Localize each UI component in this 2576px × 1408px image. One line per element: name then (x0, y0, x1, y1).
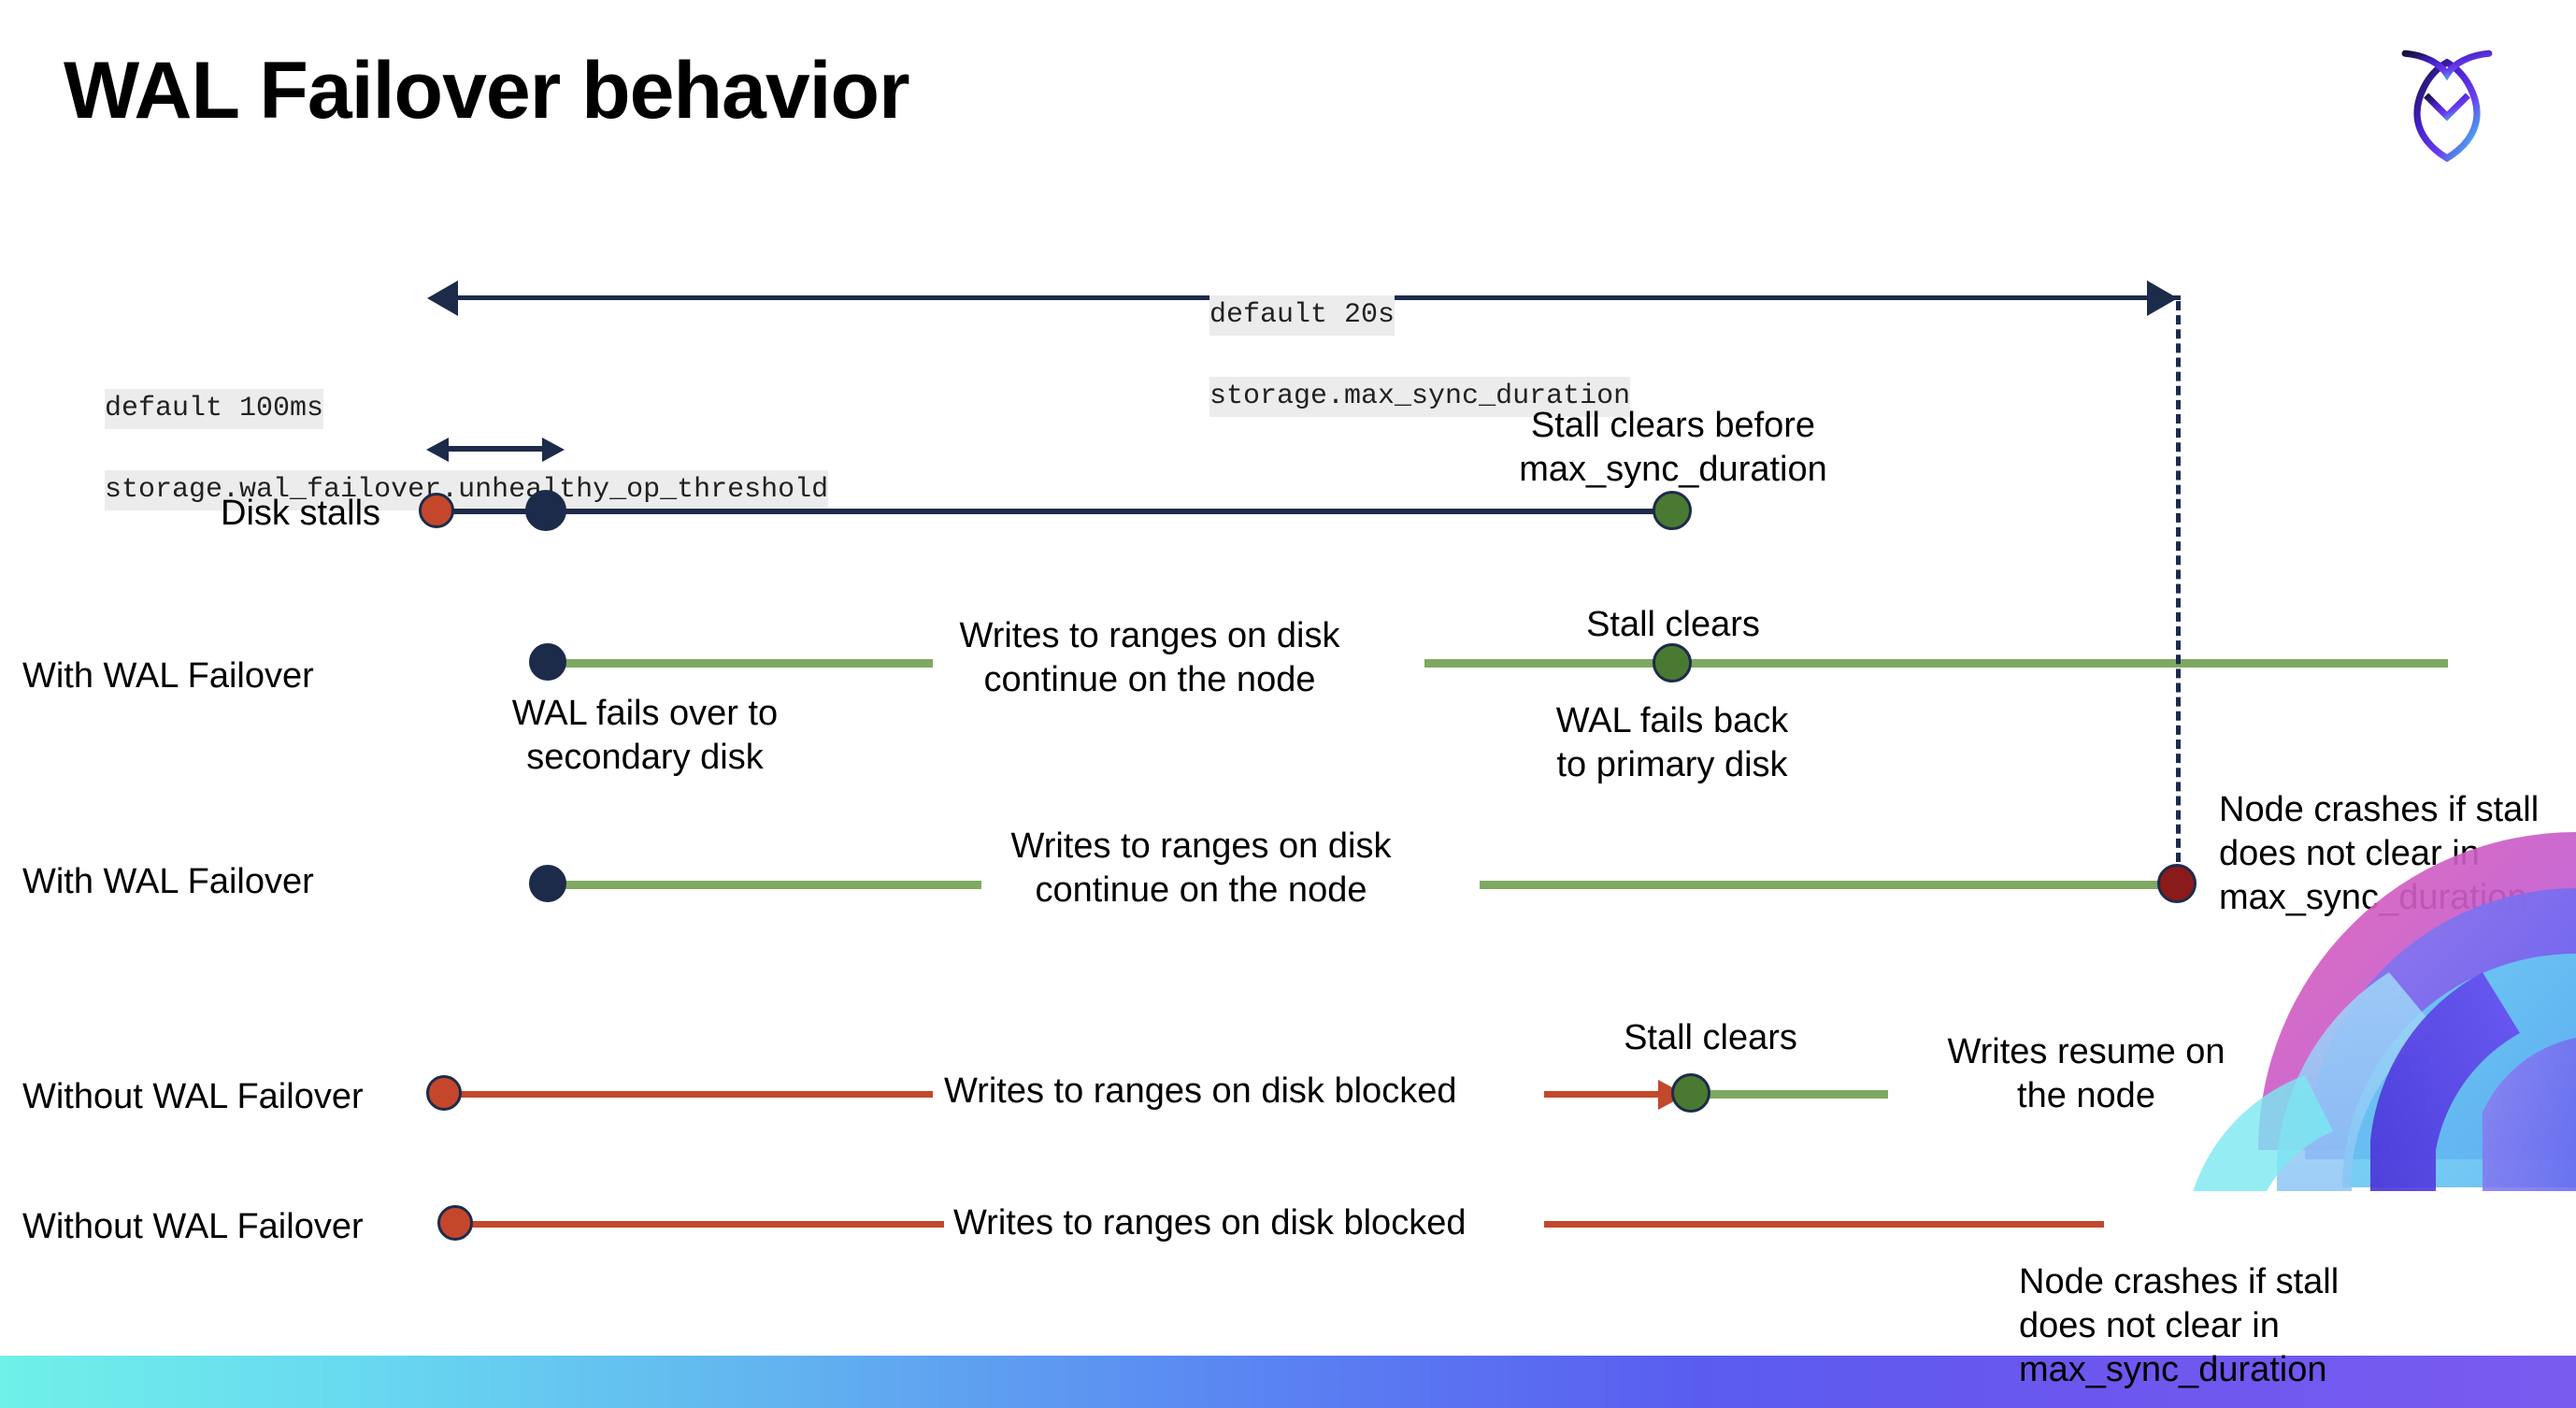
annotation-node-crashes-1: Node crashes if stall does not clear in … (2219, 790, 2540, 918)
row-label-disk-stalls: Disk stalls (221, 494, 381, 533)
with-wal-2-crash-marker (2157, 864, 2197, 903)
row-label-without-wal-failover-1: Without WAL Failover (22, 1077, 364, 1116)
unhealthy-op-span-line (447, 446, 550, 452)
row-label-without-wal-failover-2: Without WAL Failover (22, 1207, 364, 1246)
max-sync-arrow-right-head (2147, 280, 2178, 316)
annotation-stall-clears-before: Stall clears before max_sync_duration (1519, 406, 1827, 490)
annotation-stall-clears-a: Stall clears (1586, 605, 1760, 644)
unhealthy-op-arrow-left-head (426, 438, 449, 462)
without-wal-1-clear-marker (1671, 1073, 1710, 1113)
max-sync-duration-code-chip: default 20s storage.max_sync_duration (1142, 254, 1631, 458)
with-wal-2-segment-right (1480, 881, 2176, 889)
disk-stalls-clear-marker (1653, 491, 1692, 530)
without-wal-1-blocked-segment-b (1544, 1091, 1670, 1098)
annotation-writes-resume: Writes resume on the node (1947, 1032, 2225, 1116)
without-wal-1-resume-segment-far (2286, 1090, 2447, 1099)
with-wal-1-failover-marker (529, 643, 566, 681)
unhealthy-op-threshold-code-chip: default 100ms storage.wal_failover.unhea… (37, 348, 829, 552)
with-wal-1-clear-marker (1653, 643, 1692, 682)
annotation-stall-clears-b: Stall clears (1624, 1018, 1797, 1057)
annotation-writes-continue-2: Writes to ranges on disk continue on the… (1010, 826, 1392, 911)
cockroachdb-logo (2372, 21, 2522, 170)
without-wal-1-resume-segment (1701, 1090, 1888, 1099)
without-wal-1-start-marker (426, 1075, 462, 1111)
with-wal-2-failover-marker (529, 865, 566, 902)
annotation-writes-continue-1: Writes to ranges on disk continue on the… (959, 616, 1340, 700)
unhealthy-op-arrow-right-head (542, 438, 565, 462)
without-wal-2-start-marker (437, 1205, 473, 1241)
row-label-with-wal-failover-2: With WAL Failover (22, 862, 314, 901)
bottom-gradient-bar (0, 1356, 2576, 1408)
page-title: WAL Failover behavior (64, 46, 910, 136)
annotation-wal-fails-over: WAL fails over to secondary disk (511, 694, 779, 778)
with-wal-1-segment-left (540, 659, 933, 668)
callout-white-panel (2104, 1191, 2576, 1356)
without-wal-2-blocked-segment-b (1544, 1221, 2147, 1228)
unhealthy-op-default-label: default 100ms (105, 388, 324, 429)
disk-stalls-start-marker (419, 493, 454, 528)
annotation-node-crashes-2: Node crashes if stall does not clear in … (2019, 1262, 2340, 1390)
without-wal-2-blocked-segment-a (458, 1221, 944, 1228)
disk-stalls-failover-marker (525, 490, 566, 531)
max-sync-deadline-dashed-line (2176, 301, 2181, 862)
with-wal-1-segment-right (1424, 659, 2448, 668)
with-wal-2-segment-left (540, 881, 981, 889)
annotation-wal-fails-back: WAL fails back to primary disk (1555, 701, 1789, 785)
max-sync-setting-name: storage.max_sync_duration (1209, 376, 1631, 417)
annotation-writes-blocked-2: Writes to ranges on disk blocked (953, 1203, 1467, 1243)
max-sync-default-label: default 20s (1209, 295, 1395, 336)
unhealthy-op-setting-name: storage.wal_failover.unhealthy_op_thresh… (105, 469, 829, 510)
without-wal-1-blocked-segment-a (447, 1091, 933, 1098)
annotation-writes-blocked-1: Writes to ranges on disk blocked (944, 1071, 1457, 1111)
row-label-with-wal-failover-1: With WAL Failover (22, 656, 314, 696)
disk-stalls-timeline (437, 509, 1681, 514)
max-sync-arrow-left-head (427, 280, 458, 316)
